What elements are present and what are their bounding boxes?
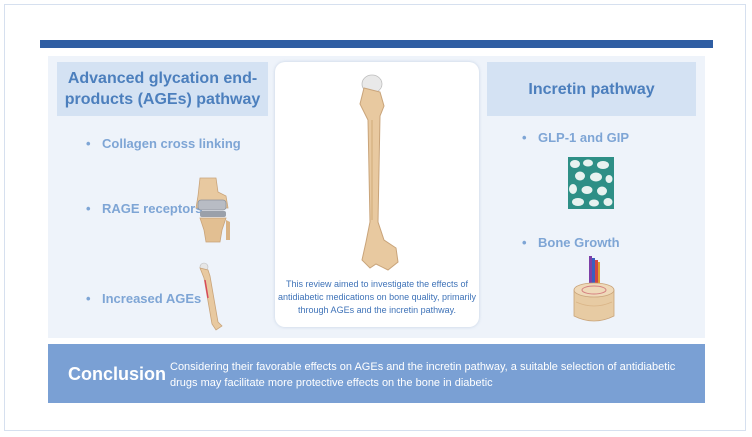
bullet-increased-ages: •Increased AGEs bbox=[86, 291, 202, 306]
bullet-label: GLP-1 and GIP bbox=[538, 130, 630, 145]
bullet-glp1-gip: •GLP-1 and GIP bbox=[522, 130, 630, 145]
bullet-rage-receptors: •RAGE receptors bbox=[86, 201, 203, 216]
bullet-label: RAGE receptors bbox=[102, 201, 203, 216]
small-femur-icon bbox=[199, 262, 223, 331]
bullet-label: Bone Growth bbox=[538, 235, 620, 250]
trabecular-bone-icon bbox=[568, 157, 614, 209]
figure-frame bbox=[4, 4, 746, 431]
incretin-pathway-title: Incretin pathway bbox=[528, 80, 655, 98]
incretin-pathway-header: Incretin pathway bbox=[487, 62, 696, 116]
bullet-label: Increased AGEs bbox=[102, 291, 202, 306]
bullet-bone-growth: •Bone Growth bbox=[522, 235, 620, 250]
ages-pathway-header: Advanced glycation end-products (AGEs) p… bbox=[57, 62, 268, 116]
ages-pathway-title: Advanced glycation end-products (AGEs) p… bbox=[64, 70, 261, 108]
top-bar bbox=[40, 40, 713, 48]
conclusion-bar bbox=[48, 344, 705, 403]
knee-joint-icon bbox=[195, 177, 230, 243]
conclusion-title: Conclusion bbox=[68, 364, 166, 384]
bullet-collagen-cross-linking: •Collagen cross linking bbox=[86, 136, 241, 151]
center-caption: This review aimed to investigate the eff… bbox=[278, 279, 476, 315]
bone-growth-cylinder-icon bbox=[573, 256, 615, 322]
bullet-label: Collagen cross linking bbox=[102, 136, 241, 151]
femur-bone-icon bbox=[359, 74, 399, 271]
conclusion-text: Considering their favorable effects on A… bbox=[170, 361, 676, 389]
